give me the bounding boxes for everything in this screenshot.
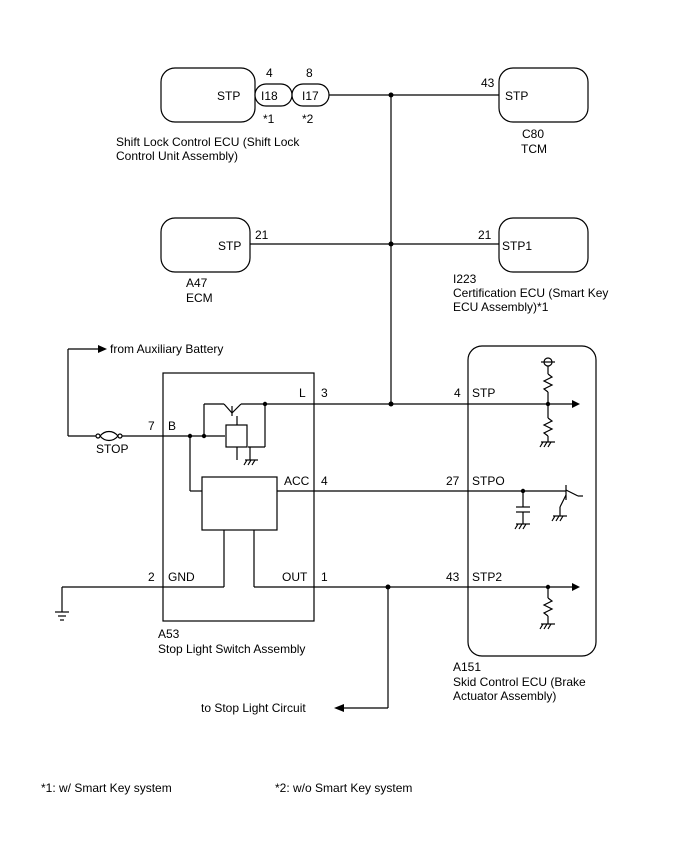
ground-hatch-2	[247, 459, 252, 466]
ground-cap-hatch-3	[522, 523, 527, 530]
arrow-stp	[572, 400, 580, 408]
tcm-pin-label: STP	[505, 89, 528, 103]
arrow-stp2	[572, 583, 580, 591]
ground-stp2-hatch-1	[539, 623, 544, 630]
pin-out-number: 1	[321, 570, 328, 584]
to-stop-light-label: to Stop Light Circuit	[201, 701, 306, 715]
pin-acc-label: ACC	[284, 474, 310, 488]
note-1: *1: w/ Smart Key system	[41, 781, 172, 795]
ic-block	[201, 476, 278, 531]
certification-ecu-name-2: ECU Assembly)*1	[453, 300, 549, 314]
skid-control-ecu-name-2: Actuator Assembly)	[453, 689, 556, 703]
ground-tr-hatch-3	[559, 515, 564, 522]
connector-i17-pin: 8	[306, 66, 313, 80]
skid-stpo-label: STPO	[472, 474, 505, 488]
pin-gnd-number: 2	[148, 570, 155, 584]
ecm-pin-label: STP	[218, 239, 241, 253]
certification-ecu-box	[498, 217, 589, 273]
connector-i18-label: I18	[261, 89, 278, 103]
transistor-leg-1	[223, 403, 233, 414]
shift-lock-ecu-box	[160, 67, 256, 123]
ground-stp2-hatch-3	[547, 623, 552, 630]
skid-stp2-label: STP2	[472, 570, 502, 584]
certification-ecu-code: I223	[453, 272, 477, 286]
shift-lock-ecu: STP I18 I17 4 8 *1 *2 Shift Lock Control…	[116, 66, 330, 163]
arrow-to-stop-light	[334, 704, 344, 712]
skid-stpo-number: 27	[446, 474, 460, 488]
fuse-label: STOP	[96, 442, 128, 456]
skid-control-ecu-box	[467, 345, 597, 657]
shift-lock-ecu-name-1: Shift Lock Control ECU (Shift Lock	[116, 135, 300, 149]
fuse-terminal-left	[95, 433, 101, 439]
certification-ecu-pin-number: 21	[478, 228, 492, 242]
relay-coil	[225, 424, 248, 448]
certification-ecu-pin-label: STP1	[502, 239, 532, 253]
ecm-name: ECM	[186, 291, 213, 305]
resistor-pulldown-stp2	[542, 597, 554, 617]
ground-tr-hatch-1	[551, 515, 556, 522]
stop-light-switch-name: Stop Light Switch Assembly	[158, 642, 305, 656]
ground-cap-hatch-2	[518, 523, 523, 530]
junction-dot-top	[388, 92, 394, 98]
pin-l-number: 3	[321, 386, 328, 400]
resistor-pullup	[542, 373, 554, 393]
stop-light-switch-code: A53	[158, 627, 180, 641]
ground-stp-hatch-2	[543, 441, 548, 448]
ground-hatch-3	[251, 459, 256, 466]
stop-light-switch: from Auxiliary Battery STOP 7 B	[67, 342, 328, 656]
pin-out-label: OUT	[282, 570, 308, 584]
skid-stp-number: 4	[454, 386, 461, 400]
connector-i17-label: I17	[302, 89, 319, 103]
shift-lock-ecu-name-2: Control Unit Assembly)	[116, 149, 238, 163]
ground-tr-hatch-2	[555, 515, 560, 522]
ground-stp2-hatch-2	[543, 623, 548, 630]
ground-stp-hatch-1	[539, 441, 544, 448]
skid-control-ecu: 4 STP 27 STPO 43 STP2 A151 Skid Control …	[314, 345, 597, 703]
skid-control-ecu-code: A151	[453, 660, 481, 674]
from-battery-label: from Auxiliary Battery	[110, 342, 223, 356]
resistor-pulldown-stp	[542, 417, 554, 437]
note-2: *2: w/o Smart Key system	[275, 781, 412, 795]
skid-control-ecu-name-1: Skid Control ECU (Brake	[453, 675, 586, 689]
certification-ecu-name-1: Certification ECU (Smart Key	[453, 286, 608, 300]
ground-stp-hatch-3	[547, 441, 552, 448]
transistor-skid-collector	[565, 489, 579, 497]
ecm: 21 STP A47 ECM	[160, 217, 269, 305]
certification-ecu: 21 STP1 I223 Certification ECU (Smart Ke…	[453, 217, 608, 314]
connector-i18-note: *1	[263, 112, 275, 126]
ecm-pin-number: 21	[255, 228, 269, 242]
tcm: 43 STP C80 TCM	[481, 67, 589, 156]
pin-b-label: B	[168, 419, 176, 433]
ecm-code: A47	[186, 276, 208, 290]
transistor-skid-emitter	[559, 494, 567, 508]
pin-acc-number: 4	[321, 474, 328, 488]
fuse-stop-symbol	[99, 430, 119, 442]
transistor-leg-2	[231, 403, 242, 414]
shift-lock-ecu-pin-label: STP	[217, 89, 240, 103]
junction-dot-middle	[388, 241, 394, 247]
stp-bus-wires	[250, 92, 499, 407]
ecm-box	[160, 217, 251, 273]
ground-hatch-1	[243, 459, 248, 466]
ground-cap-hatch-1	[514, 523, 519, 530]
gnd-wire	[55, 586, 163, 621]
tcm-code: C80	[522, 127, 544, 141]
junction-internal-l	[262, 401, 268, 407]
pin-l-label: L	[299, 386, 306, 400]
skid-stp2-number: 43	[446, 570, 460, 584]
connector-i18-pin: 4	[266, 66, 273, 80]
to-stop-light-branch: to Stop Light Circuit	[201, 584, 391, 715]
fuse-terminal-right	[117, 433, 123, 439]
tcm-pin-number: 43	[481, 76, 495, 90]
pin-gnd-label: GND	[168, 570, 195, 584]
pin-b-number: 7	[148, 419, 155, 433]
skid-stp-label: STP	[472, 386, 495, 400]
connector-i17-note: *2	[302, 112, 314, 126]
arrow-from-battery	[98, 345, 107, 353]
tcm-name: TCM	[521, 142, 547, 156]
